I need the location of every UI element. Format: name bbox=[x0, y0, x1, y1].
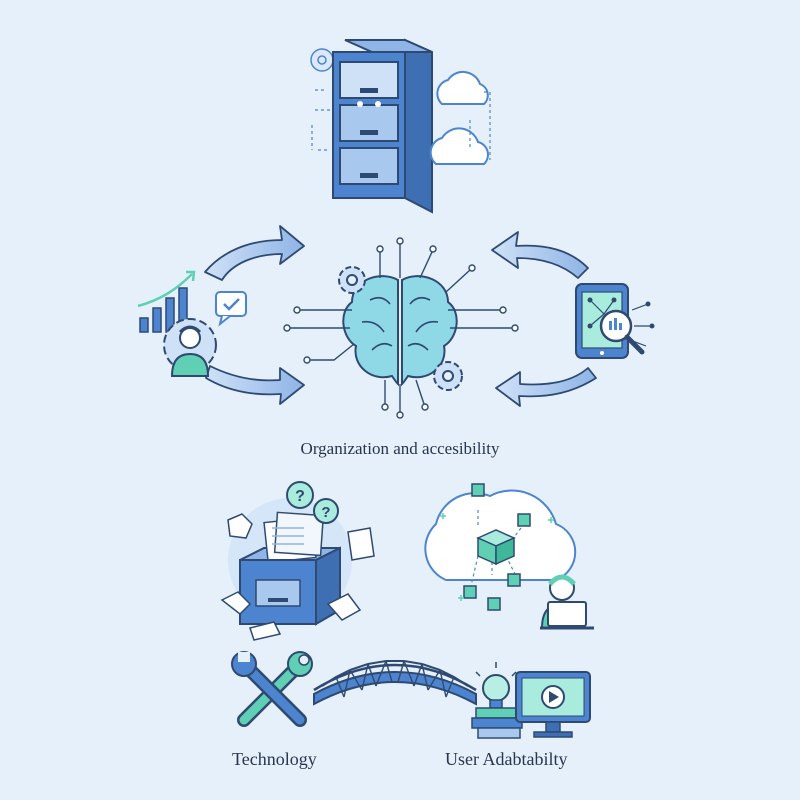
laptop-user-icon bbox=[540, 574, 594, 630]
diagram-caption: Organization and accesibility bbox=[300, 439, 500, 458]
growth-chart-icon bbox=[137, 270, 196, 333]
lightbulb-icon bbox=[475, 662, 517, 709]
person-icon bbox=[163, 318, 217, 377]
messy-archive-icon bbox=[220, 498, 375, 641]
bridge-icon bbox=[313, 660, 477, 706]
video-monitor-icon bbox=[515, 671, 591, 738]
checkmark-bubble-icon bbox=[215, 291, 247, 327]
cube-icon bbox=[440, 483, 554, 611]
tablet-search-icon bbox=[575, 283, 655, 359]
filing-cabinet-icon bbox=[310, 38, 433, 214]
brain-icon bbox=[283, 237, 519, 419]
technology-label: Technology bbox=[232, 749, 317, 769]
wrench-icon bbox=[231, 651, 313, 727]
user-adaptability-label: User Adabtabilty bbox=[445, 749, 568, 769]
svg-text:?: ? bbox=[321, 504, 330, 521]
books-icon bbox=[471, 707, 523, 739]
svg-text:?: ? bbox=[295, 488, 305, 505]
cloud-icon bbox=[429, 70, 491, 165]
sync-arrow-icon bbox=[204, 225, 597, 407]
gear-icon bbox=[338, 266, 463, 391]
question-bubble-icon: ? ? bbox=[286, 481, 339, 524]
